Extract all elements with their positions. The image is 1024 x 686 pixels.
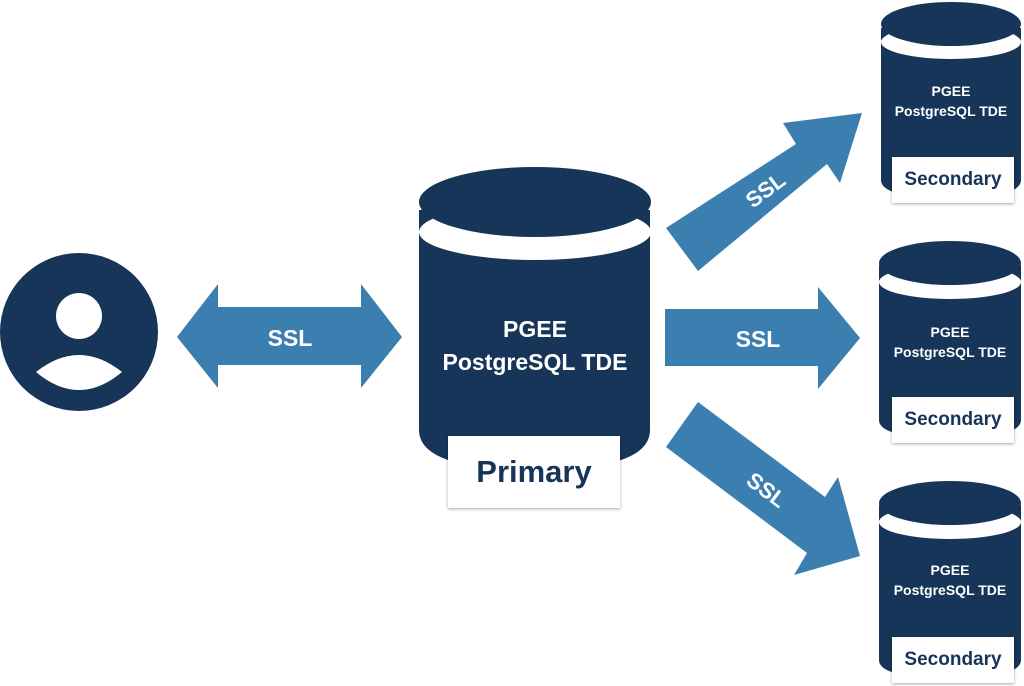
secondary-database-icon: PGEE PostgreSQL TDE: [879, 241, 1021, 438]
ssl-label-middle: SSL: [736, 326, 781, 352]
secondary-role-label: Secondary: [892, 397, 1014, 443]
secondary-role-label: Secondary: [892, 637, 1014, 683]
primary-database-icon: PGEE PostgreSQL TDE: [419, 167, 651, 470]
ssl-label-client: SSL: [268, 325, 313, 351]
user-avatar-icon: [0, 253, 158, 411]
secondary-db-line1: PGEE: [931, 562, 970, 578]
bidirectional-arrow: SSL: [177, 284, 402, 388]
secondary-db-line2: PostgreSQL TDE: [894, 582, 1007, 598]
primary-role-label: Primary: [448, 436, 620, 508]
secondary-db-line2: PostgreSQL TDE: [894, 344, 1007, 360]
secondary-db-line1: PGEE: [931, 324, 970, 340]
primary-db-line1: PGEE: [503, 316, 567, 342]
primary-db-line2: PostgreSQL TDE: [443, 349, 628, 375]
arrow-to-secondary-bottom: SSL: [666, 402, 860, 575]
arrow-to-secondary-middle: SSL: [665, 287, 860, 389]
secondary-role-label: Secondary: [892, 157, 1014, 203]
secondary-database-icon: PGEE PostgreSQL TDE: [879, 481, 1021, 678]
arrow-to-secondary-top: SSL: [666, 113, 862, 271]
secondary-db-line2: PostgreSQL TDE: [895, 103, 1008, 119]
secondary-database-icon: PGEE PostgreSQL TDE: [881, 2, 1021, 198]
secondary-db-line1: PGEE: [932, 83, 971, 99]
